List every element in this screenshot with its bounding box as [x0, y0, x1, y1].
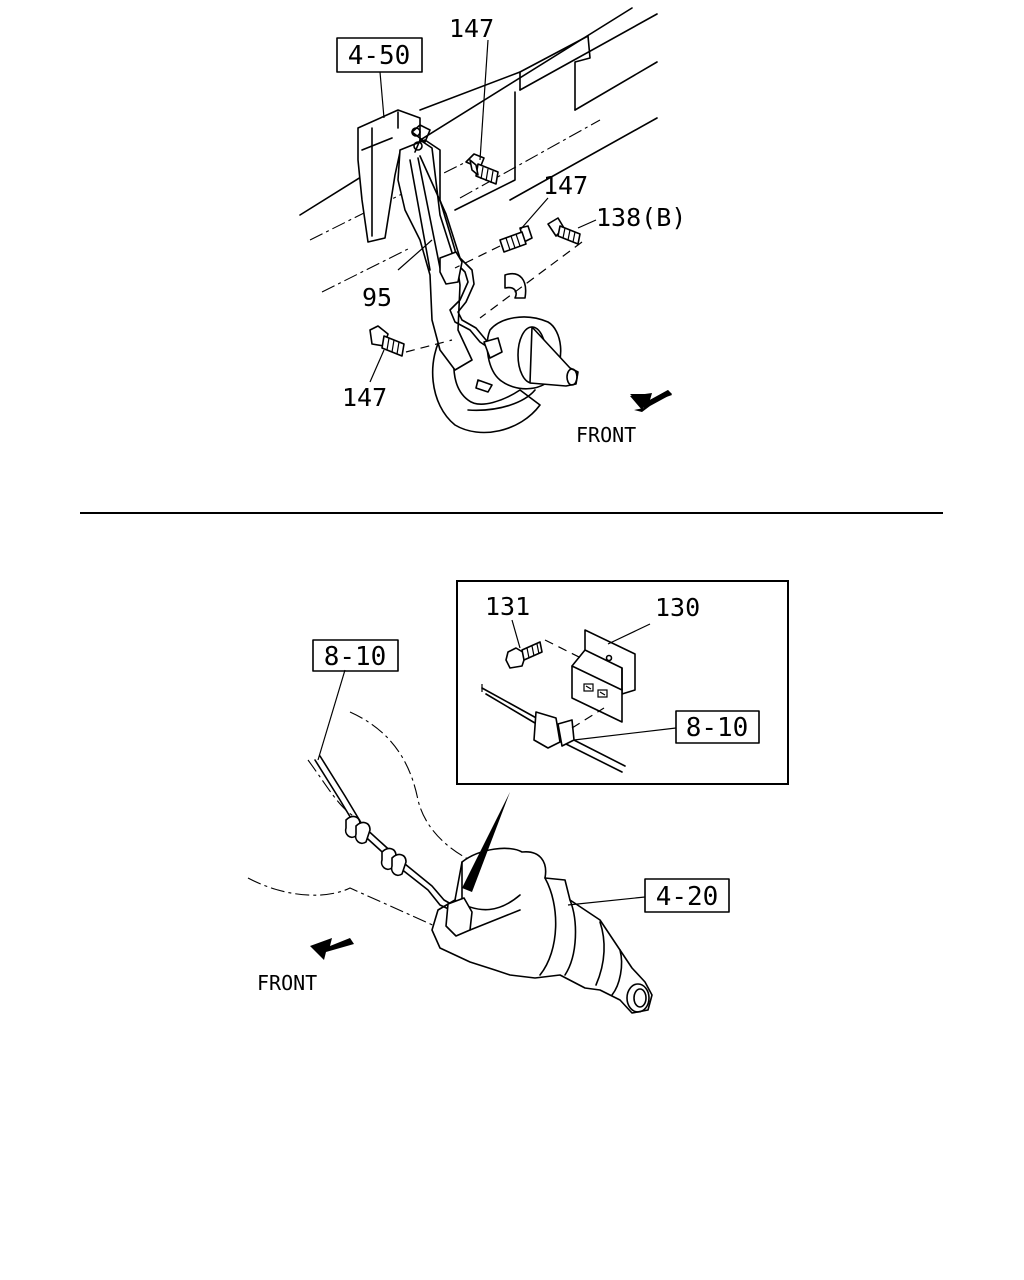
inset-leader-130 — [607, 623, 651, 645]
inset-ref-box-8-10 — [675, 710, 760, 744]
spindle — [475, 316, 579, 393]
bolt-147-bottom — [369, 325, 453, 357]
leader-lines-lower — [317, 669, 646, 906]
label-138b: 138(B) — [596, 203, 686, 232]
bolt-138b — [479, 217, 583, 319]
label-147-mid: 147 — [543, 171, 588, 200]
transfer-case — [431, 847, 653, 1014]
inset-ref-label-8-10: 8-10 — [686, 713, 749, 743]
leader-lines-upper — [369, 39, 597, 383]
ref-label-4-50: 4-50 — [348, 41, 411, 71]
bracket-130 — [571, 629, 636, 723]
inset-wire — [481, 684, 626, 773]
upper-diagram: 4-50 147 147 138(B) 95 147 FRONT — [299, 7, 686, 447]
backing-plate — [431, 273, 541, 434]
label-95: 95 — [362, 283, 392, 312]
frame-rail — [299, 7, 658, 293]
ref-box-8-10-main — [312, 639, 399, 672]
front-label-upper: FRONT — [576, 423, 636, 447]
ref-box-4-20 — [644, 878, 730, 913]
inset-label-131: 131 — [485, 592, 530, 621]
front-arrow-lower-icon — [310, 938, 354, 960]
inset-leader-131 — [511, 619, 521, 649]
inset-leader-8-10 — [573, 727, 677, 741]
front-arrow-upper-icon — [630, 390, 672, 412]
front-label-lower: FRONT — [257, 971, 317, 995]
ref-label-4-20: 4-20 — [656, 882, 719, 912]
bolt-147-mid — [454, 225, 533, 269]
bolt-131 — [505, 639, 586, 669]
lower-diagram: 8-10 4-20 FRONT — [247, 580, 789, 1014]
sensor-wire-95 — [411, 127, 503, 359]
body-outline — [247, 711, 471, 936]
ref-label-8-10-main: 8-10 — [324, 642, 387, 672]
inset-callout-wedge — [462, 792, 510, 892]
bolt-147-top — [465, 153, 499, 185]
sensor-harness — [314, 755, 521, 937]
inset-label-130: 130 — [655, 593, 700, 622]
ref-box-4-50 — [336, 37, 423, 73]
label-147-top: 147 — [449, 14, 494, 43]
detail-inset: 131 130 8-10 — [456, 580, 789, 785]
steering-knuckle — [397, 124, 473, 371]
bracket-4-50 — [357, 109, 421, 243]
label-147-bottom: 147 — [342, 383, 387, 412]
